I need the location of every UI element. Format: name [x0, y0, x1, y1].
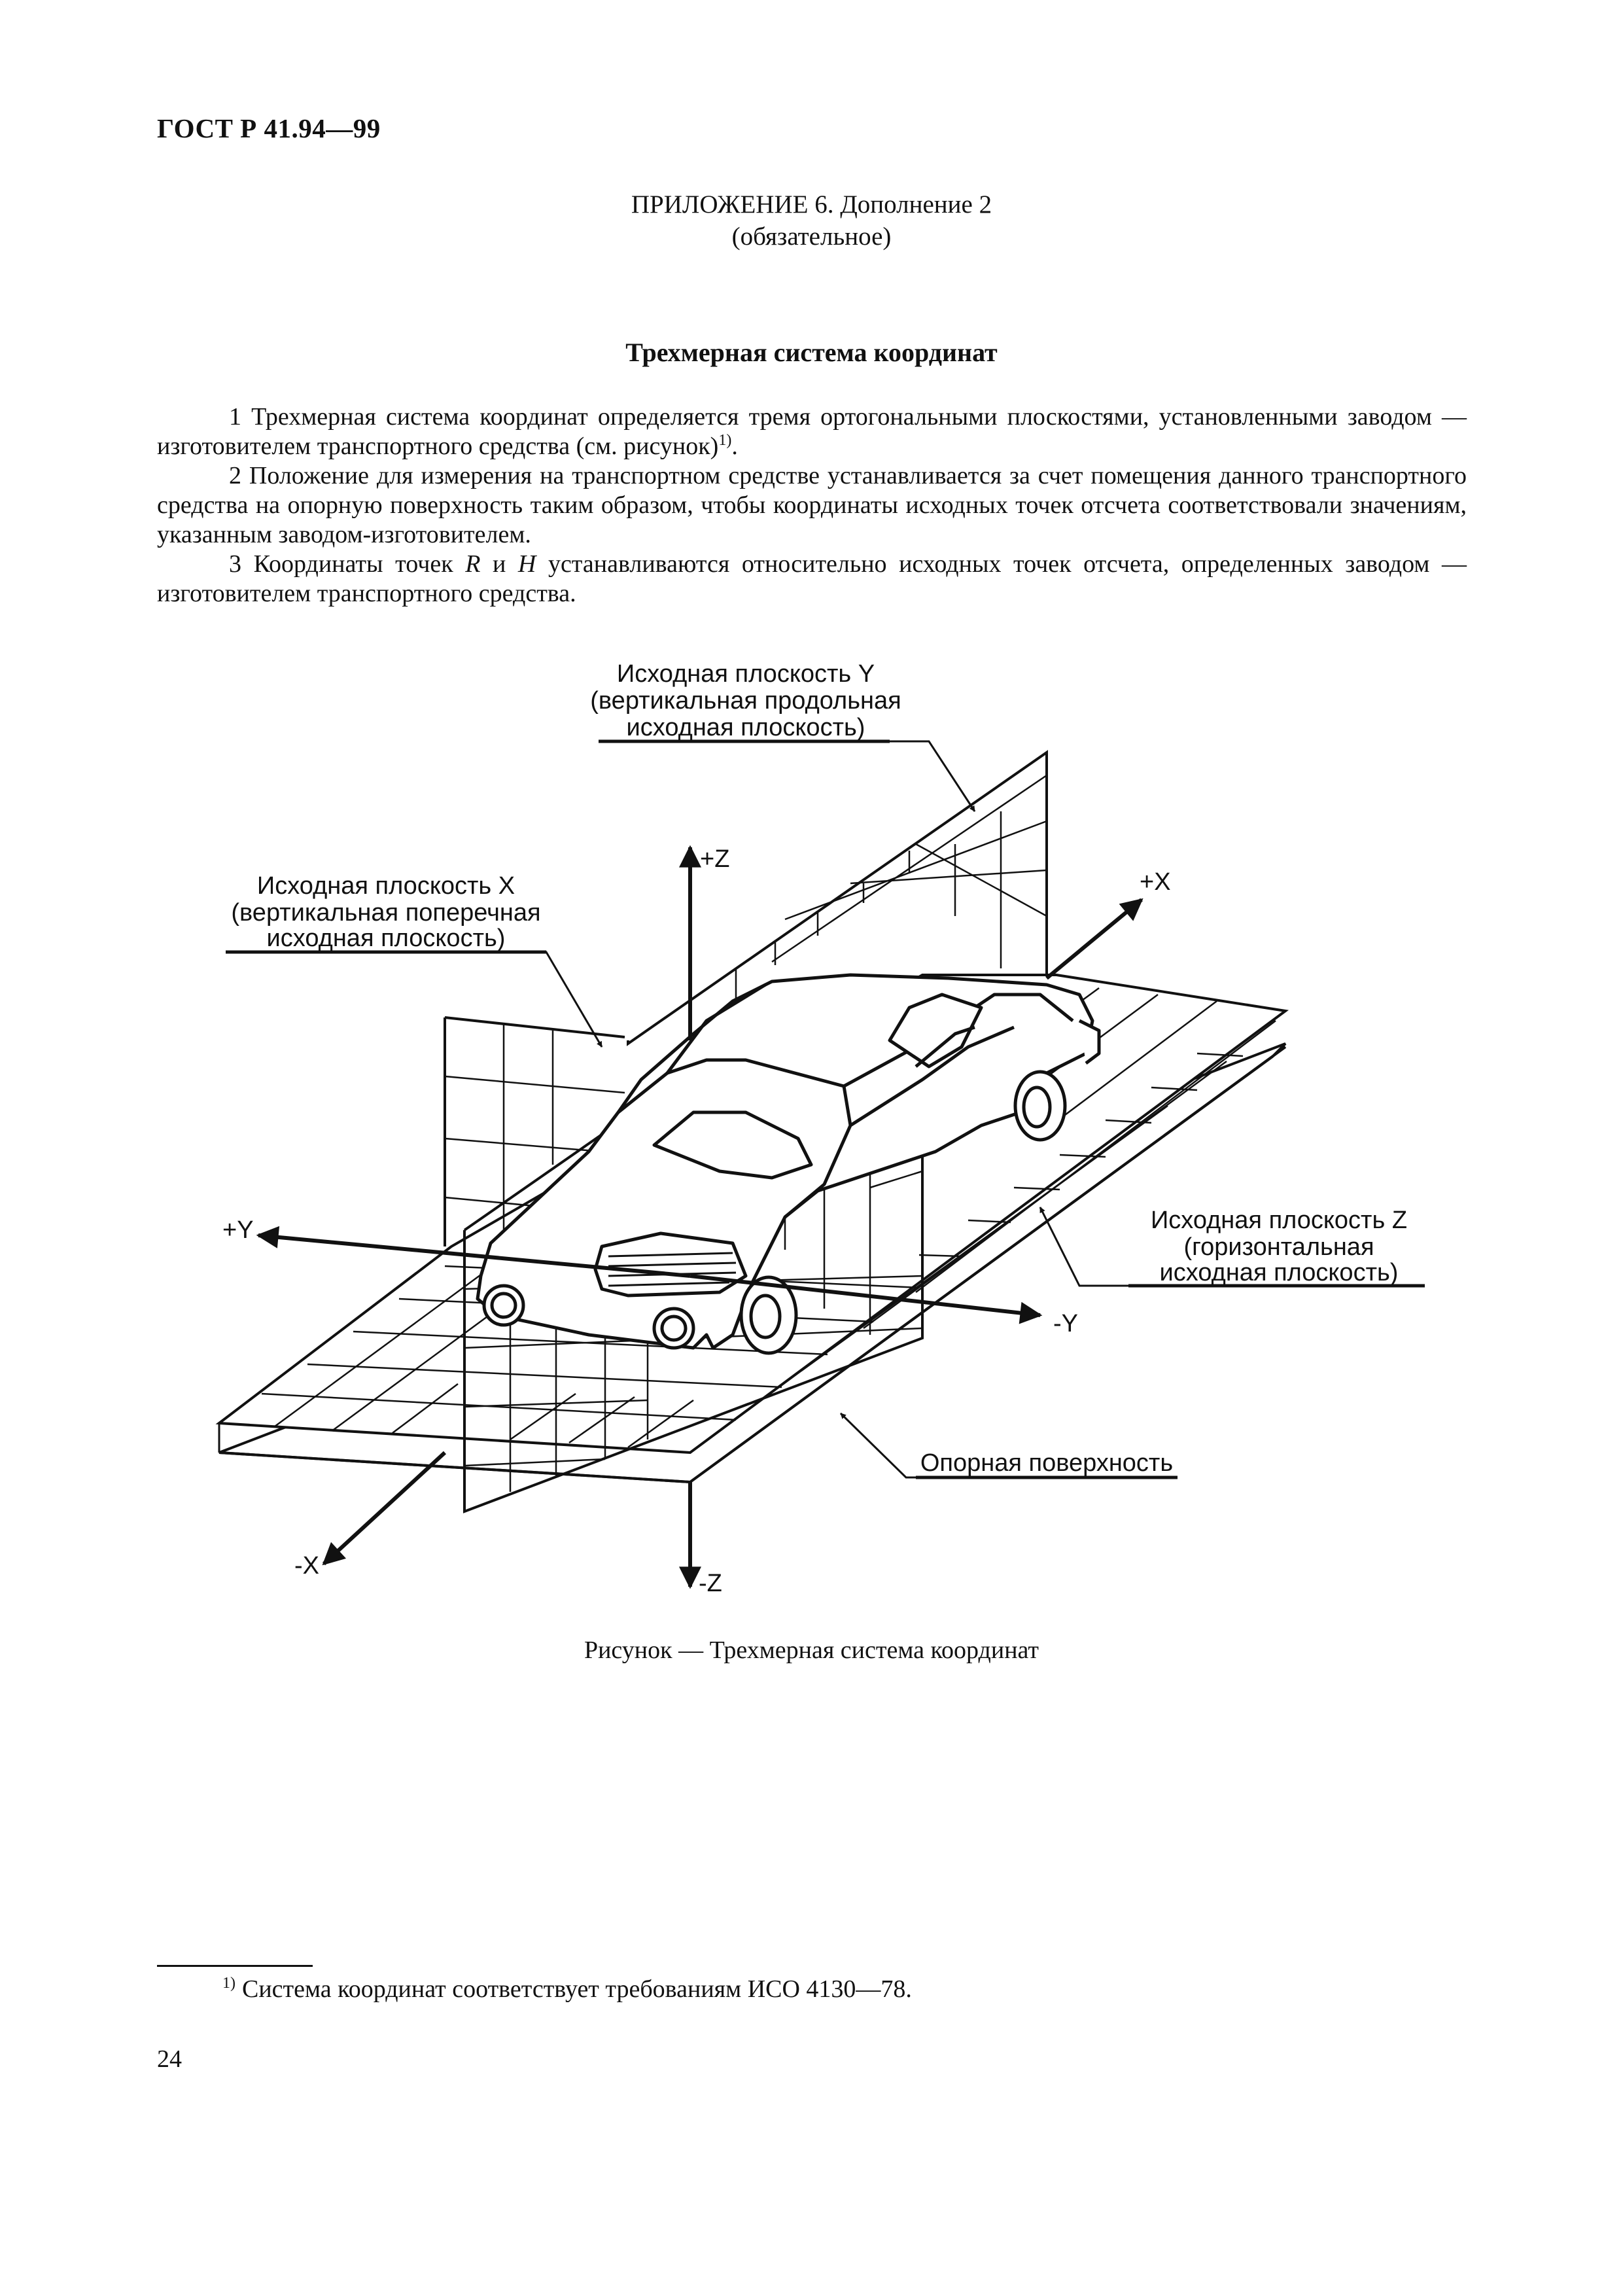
axis-minus-y — [689, 1274, 1043, 1324]
z-plane-label-2: (горизонтальная — [1183, 1233, 1374, 1261]
paragraph-3-end: устанавливаются относительно исходных то… — [157, 550, 1467, 607]
x-plane-label-3: исходная плоскость) — [267, 925, 506, 952]
body-text: 1 Трехмерная система координат определяе… — [157, 402, 1467, 609]
axis-plus-z-label: +Z — [700, 845, 729, 873]
paragraph-3-and: и — [480, 550, 518, 578]
appendix-status: (обязательное) — [731, 222, 892, 251]
paragraph-1: 1 Трехмерная система координат определяе… — [157, 402, 1467, 461]
appendix-title: ПРИЛОЖЕНИЕ 6. Дополнение 2 — [631, 190, 992, 219]
footnote-text: Система координат соответствует требован… — [242, 1975, 912, 2003]
axis-plus-y-label: +Y — [222, 1216, 254, 1244]
y-plane-label-3: исходная плоскость) — [627, 714, 865, 741]
footnote-separator — [157, 1965, 313, 1967]
z-plane-label-3: исходная плоскость) — [1160, 1259, 1399, 1286]
paragraph-1-text: 1 Трехмерная система координат определяе… — [157, 403, 1467, 460]
paragraph-1-tail: . — [731, 433, 738, 460]
page-number: 24 — [157, 2045, 182, 2073]
axis-minus-y-label: -Y — [1053, 1310, 1078, 1337]
document-number: ГОСТ Р 41.94—99 — [157, 113, 381, 143]
appendix-heading: ПРИЛОЖЕНИЕ 6. Дополнение 2 (обязательное… — [0, 188, 1623, 253]
paragraph-3: 3 Координаты точек R и H устанавливаются… — [157, 550, 1467, 609]
y-plane-label-1: Исходная плоскость Y — [617, 660, 875, 688]
figure-labels: Исходная плоскость Y (вертикальная продо… — [222, 660, 1407, 1597]
y-plane-label-2: (вертикальная продольная — [590, 687, 901, 715]
x-plane-label-2: (вертикальная поперечная — [231, 899, 540, 927]
z-plane-label-1: Исходная плоскость Z — [1151, 1207, 1407, 1234]
point-h: H — [517, 550, 536, 578]
footnote-ref: 1) — [718, 432, 732, 449]
leader-lines — [226, 739, 1425, 1479]
axis-plus-x-label: +X — [1140, 868, 1171, 896]
axes — [256, 845, 1143, 1589]
axis-plus-x — [1045, 898, 1143, 980]
axis-minus-x-label: -X — [294, 1552, 319, 1580]
car-illustration — [476, 973, 1101, 1355]
point-r: R — [465, 550, 481, 578]
axis-minus-x — [322, 1451, 447, 1566]
axis-minus-z-label: -Z — [699, 1570, 722, 1597]
footnote: 1) Система координат соответствует требов… — [222, 1975, 912, 2004]
x-plane-label-1: Исходная плоскость X — [257, 872, 515, 900]
footnote-marker: 1) — [222, 1975, 236, 1992]
figure-caption: Рисунок — Трехмерная система координат — [584, 1636, 1039, 1664]
support-surface-label: Опорная поверхность — [920, 1449, 1173, 1477]
paragraph-3-start: 3 Координаты точек — [229, 550, 466, 578]
section-title: Трехмерная система координат — [625, 338, 998, 367]
paragraph-2: 2 Положение для измерения на транспортно… — [157, 462, 1467, 548]
axis-plus-y — [256, 1226, 691, 1278]
